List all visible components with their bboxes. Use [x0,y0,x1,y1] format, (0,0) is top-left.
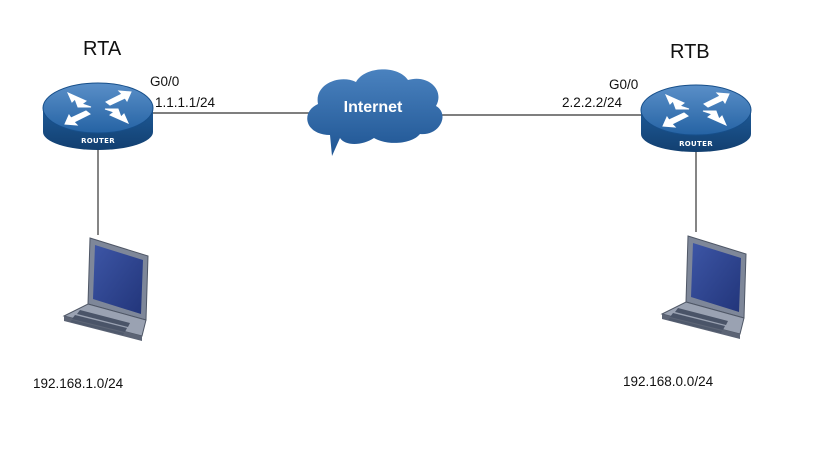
right-network-label: 192.168.0.0/24 [623,374,714,389]
rtb-ip-label: 2.2.2.2/24 [562,95,623,110]
router-caption: ROUTER [81,137,115,145]
router-rtb-name: RTB [670,41,710,63]
left-network-label: 192.168.1.0/24 [33,376,124,391]
left-laptop[interactable] [63,237,149,342]
rta-ip-label: 1.1.1.1/24 [155,95,216,110]
laptop-icon [661,235,747,340]
laptop-icon [63,237,149,342]
internet-cloud[interactable]: Internet [307,69,443,156]
right-laptop[interactable] [661,235,747,340]
router-rta[interactable]: ROUTER [42,82,154,151]
cloud-icon [307,69,443,156]
rtb-interface-label: G0/0 [609,77,638,92]
router-rtb[interactable]: ROUTER [640,84,752,153]
rta-interface-label: G0/0 [150,74,179,89]
router-rta-name: RTA [83,38,122,60]
internet-label: Internet [344,99,403,116]
router-caption: ROUTER [679,140,713,148]
